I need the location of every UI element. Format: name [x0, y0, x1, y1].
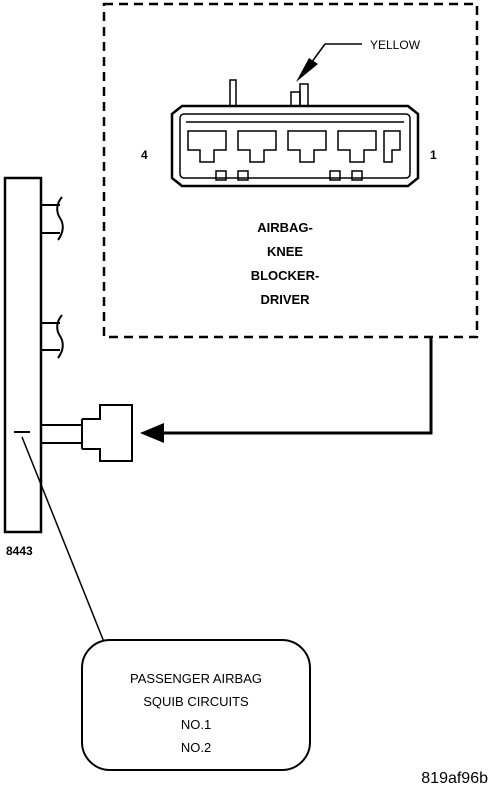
callout-text: PASSENGER AIRBAG SQUIB CIRCUITS NO.1 NO.…	[130, 671, 262, 755]
harness-bar	[3, 176, 43, 534]
callout-leader	[21, 436, 107, 648]
callout-line-2: SQUIB CIRCUITS	[143, 694, 249, 709]
connector-name-line-4: DRIVER	[260, 292, 310, 307]
harness-branch-connector	[41, 404, 133, 462]
yellow-wire-leader	[296, 43, 362, 82]
figure-code: 819af96b	[421, 770, 488, 787]
connector-name-line-2: KNEE	[267, 244, 303, 259]
connector-face	[170, 79, 420, 188]
connector-name-line-3: BLOCKER-	[251, 268, 320, 283]
connector-view-dashed-frame	[102, 2, 479, 339]
callout-bubble	[81, 639, 311, 771]
callout-line-1: PASSENGER AIRBAG	[130, 671, 262, 686]
harness-branch-middle	[41, 314, 64, 359]
locator-leader	[140, 337, 433, 443]
callout-line-4: NO.2	[181, 740, 211, 755]
harness-id-label: 8443	[6, 544, 33, 558]
connector-name-line-1: AIRBAG-	[257, 220, 313, 235]
callout-line-3: NO.1	[181, 717, 211, 732]
pin-1-label: 1	[430, 148, 437, 162]
yellow-wire-label: YELLOW	[370, 38, 421, 52]
harness-branch-upper	[41, 196, 64, 241]
connector-name: AIRBAG- KNEE BLOCKER- DRIVER	[251, 220, 320, 307]
pin-4-label: 4	[141, 148, 148, 162]
